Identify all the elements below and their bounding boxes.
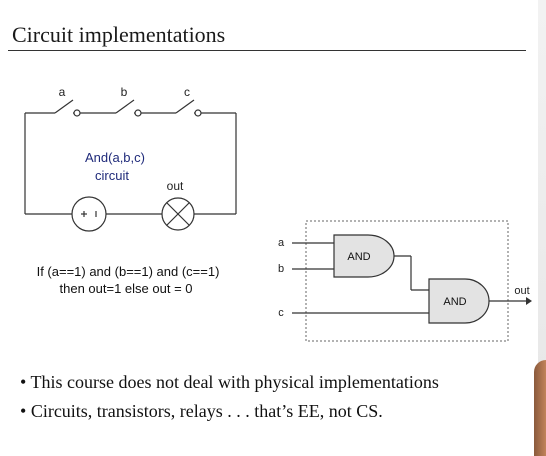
condition-line2: then out=1 else out = 0 <box>60 281 193 296</box>
input-a-label: a <box>278 237 285 249</box>
circuit-caption-line1: And(a,b,c) <box>85 150 145 165</box>
bullet-item: This course does not deal with physical … <box>20 372 438 393</box>
output-arrow-icon <box>526 297 532 305</box>
switch-a-contact <box>73 109 81 117</box>
switch-a-blade <box>54 99 74 114</box>
and-gate-2-label: AND <box>443 296 466 308</box>
input-c-label: c <box>278 307 284 319</box>
and-gate-1 <box>333 234 395 278</box>
slide-title: Circuit implementations <box>12 22 226 47</box>
battery-icon <box>71 196 107 232</box>
and-gate-2 <box>428 278 490 324</box>
switch-c-blade <box>175 99 195 114</box>
switch-c-label: c <box>184 85 190 99</box>
switch-b-blade <box>115 99 135 114</box>
presenter-video-edge <box>534 360 546 456</box>
circuit-caption-line2: circuit <box>95 168 129 183</box>
title-divider <box>8 50 526 51</box>
switch-c-contact <box>194 109 202 117</box>
switch-b-contact <box>134 109 142 117</box>
input-b-label: b <box>278 263 284 275</box>
gate-diagram-boundary <box>305 220 509 342</box>
and-gate-1-label: AND <box>347 251 370 263</box>
condition-line1: If (a==1) and (b==1) and (c==1) <box>37 264 220 279</box>
bullet-list: This course does not deal with physical … <box>20 372 439 430</box>
switch-a-label: a <box>59 85 66 99</box>
presenter-edge-strip <box>538 0 546 456</box>
gate-output-label: out <box>514 285 529 297</box>
bullet-item: Circuits, transistors, relays . . . that… <box>20 401 439 422</box>
switch-b-label: b <box>121 85 128 99</box>
lamp-out-label: out <box>167 179 184 193</box>
